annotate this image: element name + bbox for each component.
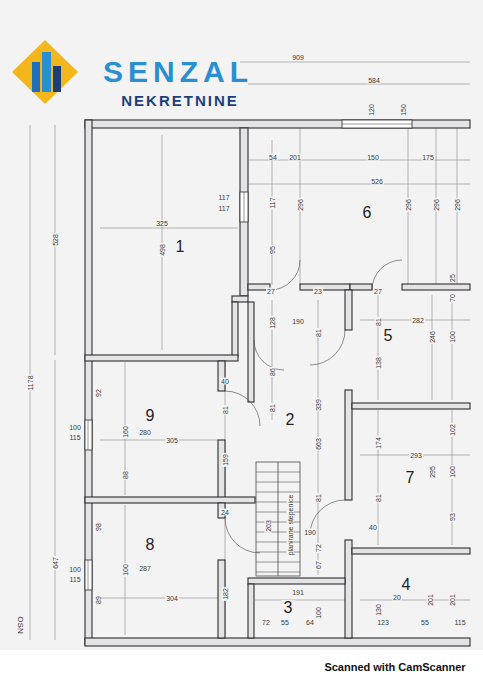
dimension-label: 190 — [303, 529, 317, 536]
dimension-label: 100 — [449, 465, 456, 479]
dimension-label: 117 — [269, 196, 276, 209]
room-number: 7 — [404, 470, 417, 486]
dimension-label: 95 — [269, 245, 276, 255]
dimension-label: 100 — [68, 424, 82, 431]
dimension-label: 23 — [313, 288, 323, 295]
dimension-label: 295 — [429, 465, 436, 479]
dimension-label: 55 — [420, 619, 430, 626]
dimension-label: 123 — [376, 619, 390, 626]
dimension-label: 296 — [297, 198, 304, 212]
scanner-watermark: Scanned with CamScanner — [322, 660, 467, 673]
dimension-label: 663 — [315, 437, 322, 451]
dimension-label: 128 — [269, 316, 276, 330]
dimension-label: 88 — [122, 470, 129, 480]
dimension-label: 296 — [405, 198, 412, 212]
dimension-label: 67 — [315, 560, 322, 570]
dimension-label: 81 — [375, 317, 382, 327]
dimension-label: 280 — [138, 429, 152, 436]
dimension-label: 115 — [453, 619, 466, 626]
dimension-label: 98 — [95, 522, 102, 532]
dimension-label: 20 — [392, 594, 402, 601]
dimension-label: 159 — [222, 453, 229, 467]
dimension-label: 246 — [429, 330, 436, 344]
room-number: 2 — [284, 412, 297, 428]
dimension-label: 201 — [288, 154, 302, 161]
dimension-label: 70 — [449, 293, 456, 303]
dimension-label: 81 — [222, 405, 229, 415]
dimension-label: 296 — [433, 198, 440, 212]
dimension-label: 72 — [315, 543, 322, 553]
room-number: 1 — [174, 239, 187, 255]
dimension-label: 528 — [52, 233, 59, 247]
brand-tagline: NEKRETNINE — [121, 93, 239, 108]
dimension-label: 100 — [449, 330, 456, 344]
brand-name: SENZAL — [103, 57, 253, 87]
dimension-label: 296 — [454, 198, 461, 212]
dimension-label: 86 — [269, 367, 276, 377]
dimension-label: 24 — [220, 509, 230, 516]
dimension-label: 150 — [400, 103, 407, 117]
dimension-label: 1178 — [27, 374, 34, 391]
dimension-label: 909 — [291, 54, 305, 61]
dimension-label: 100 — [315, 606, 322, 620]
dimension-label: 305 — [165, 437, 179, 444]
dimension-label: 304 — [165, 595, 179, 602]
dimension-label: 120 — [368, 103, 375, 117]
dimension-label: 203 — [265, 519, 272, 533]
dimension-label: 92 — [95, 388, 102, 398]
room-number: 6 — [361, 205, 374, 221]
dimension-label: 89 — [95, 595, 102, 605]
plan-title: OSN — [16, 615, 24, 634]
dimension-label: 64 — [305, 619, 315, 626]
dimension-label: 102 — [449, 423, 456, 437]
dimension-label: 150 — [366, 154, 380, 161]
dimension-label: 81 — [315, 493, 322, 503]
stair-note: planirane stepenice — [287, 494, 294, 557]
dimension-label: 339 — [315, 398, 322, 412]
dimension-label: 40 — [368, 524, 378, 531]
dimension-label: 54 — [268, 154, 278, 161]
room-number: 4 — [400, 577, 413, 593]
dimension-label: 190 — [291, 318, 305, 325]
dimension-label: 282 — [411, 317, 425, 324]
dimension-label: 115 — [68, 434, 81, 441]
dimension-label: 138 — [375, 356, 382, 370]
dimension-label: 174 — [375, 436, 382, 450]
dimension-label: 25 — [449, 273, 456, 283]
dimension-label: 498 — [159, 243, 166, 257]
dimension-label: 293 — [409, 452, 423, 459]
dimension-label: 160 — [122, 425, 129, 439]
dimension-label: 117 — [217, 205, 230, 212]
dimension-label: 117 — [217, 194, 230, 201]
room-number: 5 — [382, 328, 395, 344]
dimension-label: 191 — [291, 589, 305, 596]
dimension-label: 81 — [315, 328, 322, 338]
dimension-label: 100 — [122, 563, 129, 577]
dimension-label: 27 — [373, 288, 383, 295]
dimension-label: 130 — [375, 603, 382, 617]
dimension-label: 40 — [220, 378, 230, 385]
dimension-label: 526 — [370, 178, 384, 185]
dimension-label: 81 — [375, 493, 382, 503]
dimension-label: 55 — [280, 619, 290, 626]
room-number: 9 — [144, 408, 157, 424]
dimension-label: 72 — [261, 619, 271, 626]
dimension-label: 93 — [449, 512, 456, 522]
room-number: 3 — [282, 600, 295, 616]
dimension-label: 81 — [269, 403, 276, 413]
dimension-label: 115 — [68, 576, 81, 583]
room-number: 8 — [144, 537, 157, 553]
dimension-label: 287 — [138, 565, 152, 572]
dimension-label: 584 — [367, 77, 381, 84]
dimension-label: 100 — [68, 566, 82, 573]
dimension-label: 182 — [222, 587, 229, 601]
dimension-label: 325 — [155, 220, 169, 227]
dimension-label: 201 — [449, 593, 456, 607]
dimension-label: 27 — [266, 288, 276, 295]
dimension-label: 175 — [421, 154, 435, 161]
dimension-label: 201 — [427, 593, 434, 607]
dimension-label: 647 — [52, 556, 59, 570]
